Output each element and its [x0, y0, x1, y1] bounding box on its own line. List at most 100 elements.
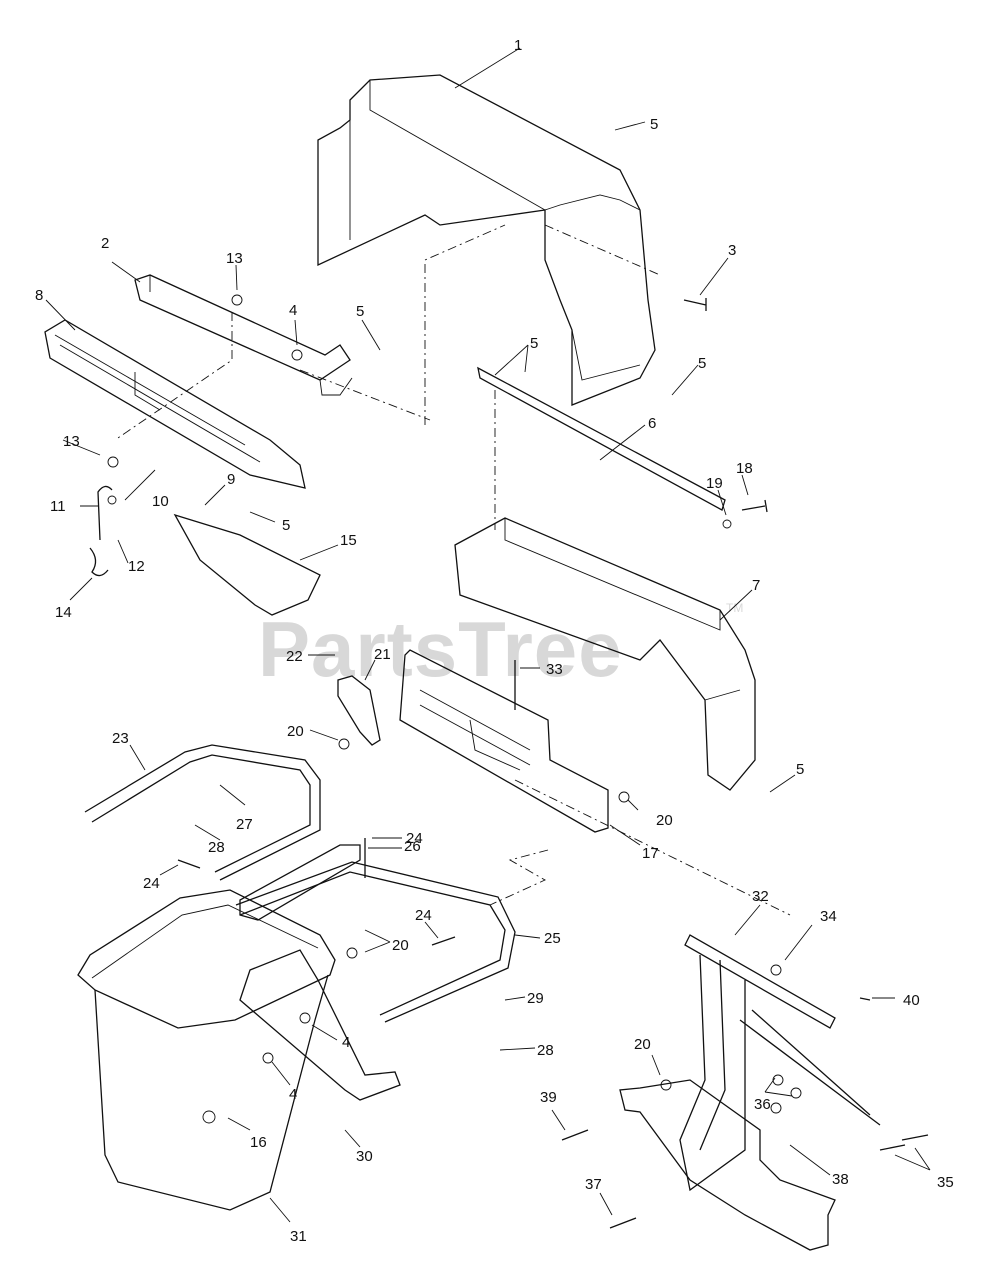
- part-21-bracket: [337, 675, 381, 746]
- callout-23: 23: [112, 730, 129, 747]
- bolt-24c: [431, 936, 456, 946]
- callout-7: 7: [752, 577, 760, 594]
- watermark-trademark: TM: [726, 601, 743, 615]
- fasteners: [89, 294, 929, 1229]
- callout-4b: 4: [342, 1034, 350, 1051]
- callout-9: 9: [227, 471, 235, 488]
- nut-20a: [338, 738, 350, 750]
- part-31-bag: [94, 974, 329, 1211]
- nut-36b: [790, 1087, 802, 1099]
- nut-36a: [772, 1074, 784, 1086]
- callout-25: 25: [544, 930, 561, 947]
- part-1-upper-shroud: [317, 74, 656, 406]
- callout-20d: 20: [634, 1036, 651, 1053]
- callout-20c: 20: [392, 937, 409, 954]
- callout-5a: 5: [650, 116, 658, 133]
- part-17-mount-plate: [399, 649, 609, 833]
- callout-13b: 13: [63, 433, 80, 450]
- callout-labels: 1 2 3 4 4 4 5 5 5 5 5 5 6 7 8 9 10 11 12…: [35, 37, 954, 1245]
- callout-29: 29: [527, 990, 544, 1007]
- bolt-37: [609, 1217, 637, 1229]
- callout-34: 34: [820, 908, 837, 925]
- callout-17: 17: [642, 845, 659, 862]
- part-23-frame: [84, 744, 321, 881]
- callout-28a: 28: [208, 839, 225, 856]
- leader-lines: [45, 47, 931, 1223]
- nut-4b: [299, 1012, 311, 1024]
- callout-31: 31: [290, 1228, 307, 1245]
- callout-13a: 13: [226, 250, 243, 267]
- callout-32: 32: [752, 888, 769, 905]
- nut-4a: [291, 349, 303, 361]
- callout-5d: 5: [698, 355, 706, 372]
- callout-15: 15: [340, 532, 357, 549]
- callout-21: 21: [374, 646, 391, 663]
- callout-5f: 5: [796, 761, 804, 778]
- part-38-base-plate: [619, 1079, 836, 1251]
- washer-38: [770, 1102, 782, 1114]
- part-25-frame: [235, 861, 516, 1023]
- callout-27: 27: [236, 816, 253, 833]
- callout-20b: 20: [656, 812, 673, 829]
- nut-20b: [618, 791, 630, 803]
- washer-10: [107, 495, 117, 505]
- callout-20a: 20: [287, 723, 304, 740]
- callout-30: 30: [356, 1148, 373, 1165]
- callout-5b: 5: [356, 303, 364, 320]
- bolt-39: [561, 1129, 589, 1141]
- rod-11: [97, 485, 113, 541]
- callout-11: 11: [50, 498, 66, 515]
- part-15-deflector: [173, 513, 321, 616]
- part-31-bag-frame: [77, 889, 336, 1029]
- watermark-text: PartsTree: [258, 605, 623, 693]
- callout-37: 37: [585, 1176, 602, 1193]
- bolt-18: [741, 499, 768, 513]
- callout-22: 22: [286, 648, 303, 665]
- callout-28b: 28: [537, 1042, 554, 1059]
- callout-24b: 24: [143, 875, 160, 892]
- callout-12: 12: [128, 558, 145, 575]
- callout-8: 8: [35, 287, 43, 304]
- callout-24a: 24: [406, 830, 423, 847]
- callout-1: 1: [514, 37, 522, 54]
- callout-6: 6: [648, 415, 656, 432]
- washer-19: [722, 519, 732, 529]
- nut-13a: [231, 294, 243, 306]
- callout-2: 2: [101, 235, 109, 252]
- bolt-3: [683, 298, 707, 311]
- callout-40: 40: [903, 992, 920, 1009]
- nut-20c: [346, 947, 358, 959]
- part-26-rail: [239, 844, 361, 921]
- callout-19: 19: [706, 475, 723, 492]
- nut-13b: [107, 456, 119, 468]
- bolts-35: [879, 1134, 929, 1151]
- nut-34: [770, 964, 782, 976]
- part-2-bracket: [134, 274, 353, 396]
- part-6-strip: [477, 366, 726, 511]
- nut-20d: [660, 1079, 672, 1091]
- callout-4a: 4: [289, 302, 297, 319]
- callout-24c: 24: [415, 907, 432, 924]
- callout-18: 18: [736, 460, 753, 477]
- nut-4c: [262, 1052, 274, 1064]
- callout-38: 38: [832, 1171, 849, 1188]
- callout-33: 33: [546, 661, 563, 678]
- callout-3: 3: [728, 242, 736, 259]
- callout-4c: 4: [289, 1086, 297, 1103]
- bolt-24b: [177, 859, 201, 869]
- pin-40: [859, 997, 871, 1001]
- callout-14: 14: [55, 604, 72, 621]
- assembly-lines: [114, 224, 791, 916]
- part-32-stand: [679, 934, 881, 1192]
- clip-14: [89, 547, 109, 577]
- callout-36: 36: [754, 1096, 771, 1113]
- part-30-handle: [239, 949, 401, 1101]
- callout-16: 16: [250, 1134, 267, 1151]
- callout-26: 26: [404, 838, 421, 855]
- callout-35: 35: [937, 1174, 954, 1191]
- callout-5c: 5: [530, 335, 538, 352]
- part-8-screen: [44, 319, 306, 489]
- callout-10: 10: [152, 493, 169, 510]
